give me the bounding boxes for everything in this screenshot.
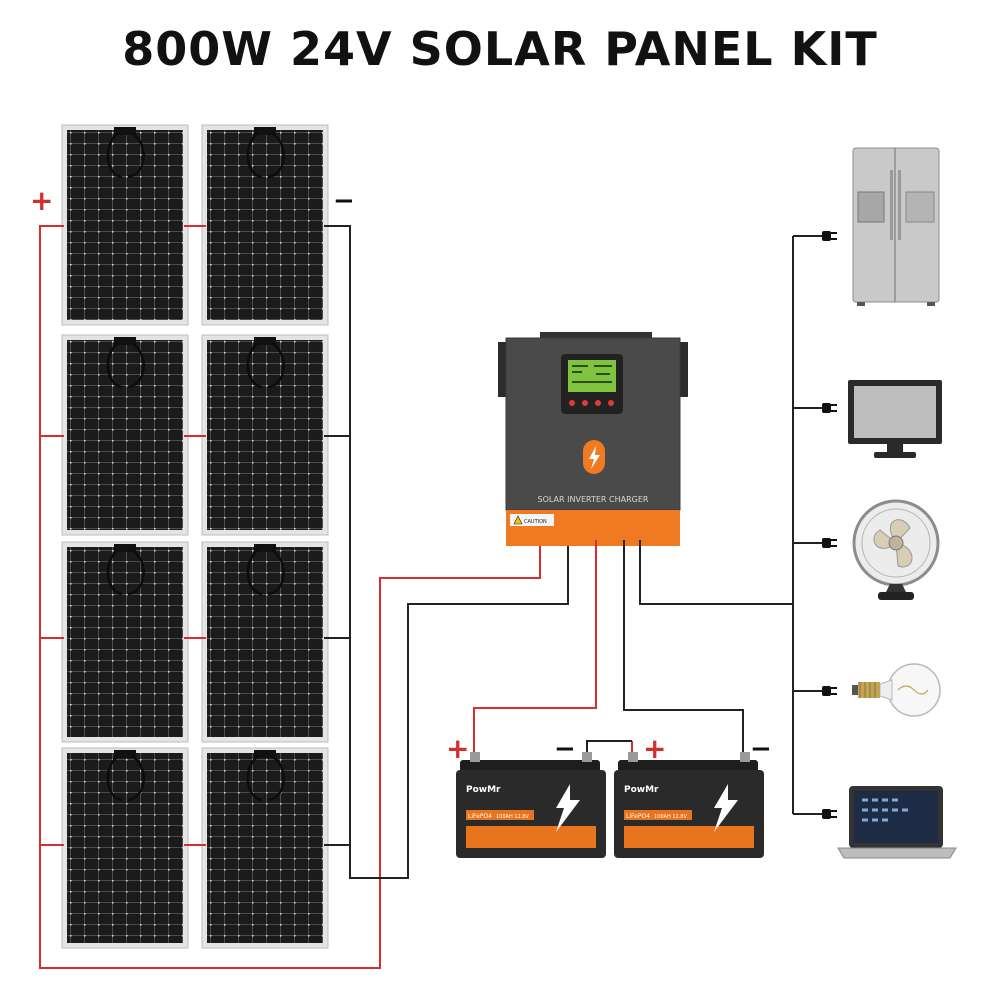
junction-box-icon [254, 544, 276, 552]
battery-chemistry: LiFePO4 [468, 813, 492, 820]
lcd-screen [568, 360, 616, 392]
solar-panel [201, 334, 329, 536]
monitor-icon [848, 380, 942, 458]
solar-panel [61, 124, 189, 326]
panel-negative-bus [324, 225, 569, 879]
plug-icon [822, 686, 837, 696]
lightning-icon [589, 446, 600, 469]
battery-link-positive-sign: + [643, 732, 666, 765]
solar-panel [201, 747, 329, 949]
junction-box-icon [254, 750, 276, 758]
panel-positive-bus [39, 225, 541, 969]
battery-spec-label [466, 810, 534, 820]
junction-box-icon [114, 127, 136, 135]
battery-warning-strip [466, 826, 596, 848]
junction-box-icon [114, 544, 136, 552]
junction-box-icon [114, 337, 136, 345]
battery-chemistry: LiFePO4 [626, 813, 650, 820]
battery-terminal-icon [740, 752, 750, 762]
battery-spec: 100AH 12.8V [654, 814, 687, 820]
battery-terminal-icon [628, 752, 638, 762]
button-icon [608, 400, 614, 406]
junction-box-icon [114, 750, 136, 758]
solar-panel [201, 124, 329, 326]
battery-terminal-icon [582, 752, 592, 762]
plug-icon [822, 231, 837, 241]
plug-connectors [822, 231, 837, 819]
junction-box-icon [254, 127, 276, 135]
plug-icon [822, 538, 837, 548]
plug-icon [822, 809, 837, 819]
button-icon [582, 400, 588, 406]
button-icon [569, 400, 575, 406]
fan-icon [852, 499, 940, 600]
inverter-label: SOLAR INVERTER CHARGER [538, 495, 649, 504]
battery-positive-wire [473, 540, 633, 752]
battery-brand: PowMr [466, 785, 501, 795]
laptop-icon [837, 786, 957, 859]
solar-panel-array [61, 124, 329, 949]
solar-inverter-charger: SOLAR INVERTER CHARGER CAUTION [498, 332, 688, 546]
solar-panel [201, 541, 329, 743]
panel-positive-sign: + [30, 184, 53, 217]
battery-spec: 100AH 12.8V [496, 814, 529, 820]
refrigerator-icon [852, 147, 940, 306]
button-icon [595, 400, 601, 406]
light-bulb-icon [852, 663, 941, 717]
caution-text: CAUTION [524, 519, 547, 525]
warning-icon [513, 515, 523, 525]
solar-panel [61, 541, 189, 743]
battery-negative-sign: − [750, 734, 772, 764]
junction-box-icon [254, 337, 276, 345]
battery-positive-sign: + [446, 732, 469, 765]
solar-panel [61, 747, 189, 949]
battery-link-negative-sign: − [554, 734, 576, 764]
panel-negative-sign: − [333, 186, 355, 216]
battery-warning-strip [624, 826, 754, 848]
solar-panel [61, 334, 189, 536]
page-title: 800W 24V SOLAR PANEL KIT [122, 22, 878, 76]
battery-terminal-icon [470, 752, 480, 762]
lightning-icon [714, 784, 738, 832]
battery-brand: PowMr [624, 785, 659, 795]
plug-icon [822, 403, 837, 413]
battery-negative-wire [586, 540, 744, 752]
lightning-icon [556, 784, 580, 832]
ac-output-wire [639, 235, 824, 815]
battery-spec-label [624, 810, 692, 820]
